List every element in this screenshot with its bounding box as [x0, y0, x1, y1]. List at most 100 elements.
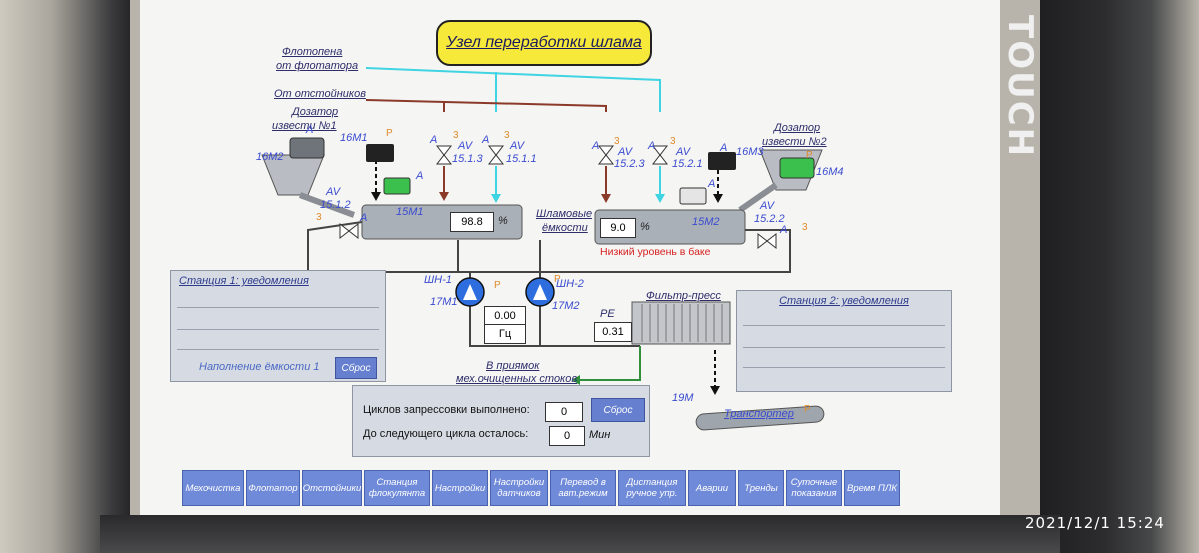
tag-15m1: 15М1	[396, 206, 424, 218]
nav-settlers[interactable]: Отстойники	[302, 470, 362, 506]
tank-1-percent: %	[498, 215, 508, 227]
doser2-chute	[738, 182, 778, 213]
marker-p-2: P	[806, 150, 813, 161]
tag-av-6: AV	[760, 200, 775, 212]
tag-av-3: AV	[618, 146, 633, 158]
tag-v1521: 15.2.1	[672, 158, 703, 170]
doser1-chute	[298, 192, 356, 218]
settlers-arrow-2	[601, 194, 611, 203]
marker-p-1: P	[386, 128, 393, 139]
label-sludge-2: ёмкости	[542, 222, 588, 234]
to-pit-line	[580, 346, 641, 381]
foam-arrow-2	[655, 194, 665, 203]
tag-pe: PE	[600, 308, 615, 320]
label-transporter[interactable]: Транспортер	[724, 408, 794, 420]
label-filter-press: Фильтр-пресс	[646, 290, 721, 302]
doser1-motor	[289, 137, 325, 159]
nav-remote-manual[interactable]: Дистанция ручное упр.	[618, 470, 686, 506]
pressure-value: 0.31	[594, 322, 632, 342]
cycles-done-label: Циклов запрессовки выполнено:	[363, 404, 530, 416]
nav-flocculant-station[interactable]: Станция флокулянта	[364, 470, 430, 506]
marker-p-3: P	[494, 280, 501, 291]
marker-a-8: A	[708, 178, 716, 190]
nav-auto-mode[interactable]: Перевод в авт.режим	[550, 470, 616, 506]
marker-3-1: 3	[453, 130, 459, 141]
low-level-alarm: Низкий уровень в баке	[600, 246, 711, 258]
nav-alarms[interactable]: Аварии	[688, 470, 736, 506]
marker-3-5: 3	[316, 212, 322, 223]
doser2-motor	[779, 157, 815, 179]
nav-sensor-settings[interactable]: Настройки датчиков	[490, 470, 548, 506]
tag-16m4: 16М4	[816, 166, 844, 178]
station-1-reset-button[interactable]: Сброс	[335, 357, 377, 379]
label-to-pit-1: В приямок	[486, 360, 540, 372]
nav-daily-readings[interactable]: Суточные показания	[786, 470, 842, 506]
hmi-screen: Узел переработки шлама Флотопена от флот…	[140, 0, 1000, 515]
device-bezel-bottom	[100, 515, 1060, 553]
tag-17m1: 17М1	[430, 296, 458, 308]
foam-line	[365, 67, 661, 112]
nav-plc-time[interactable]: Время ПЛК	[844, 470, 900, 506]
label-doser1-2: извести №1	[272, 120, 337, 132]
marker-3-2: 3	[504, 130, 510, 141]
nav-flotator[interactable]: Флотатор	[246, 470, 300, 506]
tag-av-4: AV	[676, 146, 691, 158]
pump-frequency-unit: Гц	[484, 324, 526, 344]
tag-pump1: ШН-1	[424, 274, 452, 286]
marker-p-5: P	[804, 404, 811, 415]
cycles-reset-button[interactable]: Сброс	[591, 398, 645, 422]
marker-a-7: A	[416, 170, 424, 182]
mixer2-motor	[679, 187, 707, 205]
label-doser2-2: извести №2	[762, 136, 827, 148]
label-to-pit-2: мех.очищенных стоков	[456, 373, 578, 385]
marker-a-3: A	[592, 140, 600, 152]
station-2-panel: Станция 2: уведомления	[736, 290, 952, 392]
nav-settings[interactable]: Настройки	[432, 470, 488, 506]
marker-a-2: A	[482, 134, 490, 146]
tag-17m2: 17М2	[552, 300, 580, 312]
label-foam-1: Флотопена	[282, 46, 343, 58]
pump-frequency: 0.00	[484, 306, 526, 326]
photo-timestamp: 2021/12/1 15:24	[1025, 514, 1165, 532]
tag-16m3: 16М3	[736, 146, 764, 158]
filter-press-plates	[641, 304, 723, 342]
label-doser1-1: Дозатор	[292, 106, 339, 118]
tank-2-level: 9.0	[600, 218, 636, 238]
tag-v1522: 15.2.2	[754, 213, 785, 225]
marker-3-6: 3	[802, 222, 808, 233]
foam-arrow-1	[491, 194, 501, 203]
marker-a-9: A	[360, 212, 368, 224]
station-1-title: Станция 1: уведомления	[179, 275, 309, 287]
marker-a-5: A	[306, 124, 314, 136]
tag-16m1: 16М1	[340, 132, 368, 144]
tank-1-level: 98.8	[450, 212, 494, 232]
station-2-title: Станция 2: уведомления	[779, 295, 909, 307]
marker-a-6: A	[720, 142, 728, 154]
cycles-done-value: 0	[545, 402, 583, 422]
marker-a-1: A	[430, 134, 438, 146]
tag-15m2: 15М2	[692, 216, 720, 228]
marker-3-4: 3	[670, 136, 676, 147]
marker-a-4: A	[648, 140, 656, 152]
tag-av-1: AV	[458, 140, 473, 152]
tank-2-percent: %	[640, 221, 650, 233]
mixer1-motor	[383, 177, 411, 195]
settlers-line	[365, 99, 607, 112]
marker-p-4: P	[554, 274, 561, 285]
device-bezel-left	[0, 0, 130, 553]
tag-v1511: 15.1.1	[506, 153, 537, 165]
press-cycles-panel: Циклов запрессовки выполнено: 0 Сброс До…	[352, 385, 650, 457]
nav-mechanical-cleaning[interactable]: Мехочистка	[182, 470, 244, 506]
tag-16m2: 16М2	[256, 151, 284, 163]
valve-15-1-3-bottom	[435, 154, 453, 165]
marker-a-10: A	[780, 224, 788, 236]
device-bezel-right	[1040, 0, 1199, 553]
tag-v1512: 15.1.2	[320, 199, 351, 211]
device-brand-label: TOUCH	[1000, 15, 1040, 159]
nav-trends[interactable]: Тренды	[738, 470, 784, 506]
settlers-arrow-1	[439, 192, 449, 201]
label-from-settlers: От отстойников	[274, 88, 366, 100]
transporter-belt	[695, 405, 825, 431]
tag-av-5: AV	[326, 186, 341, 198]
cycles-next-value: 0	[549, 426, 585, 446]
